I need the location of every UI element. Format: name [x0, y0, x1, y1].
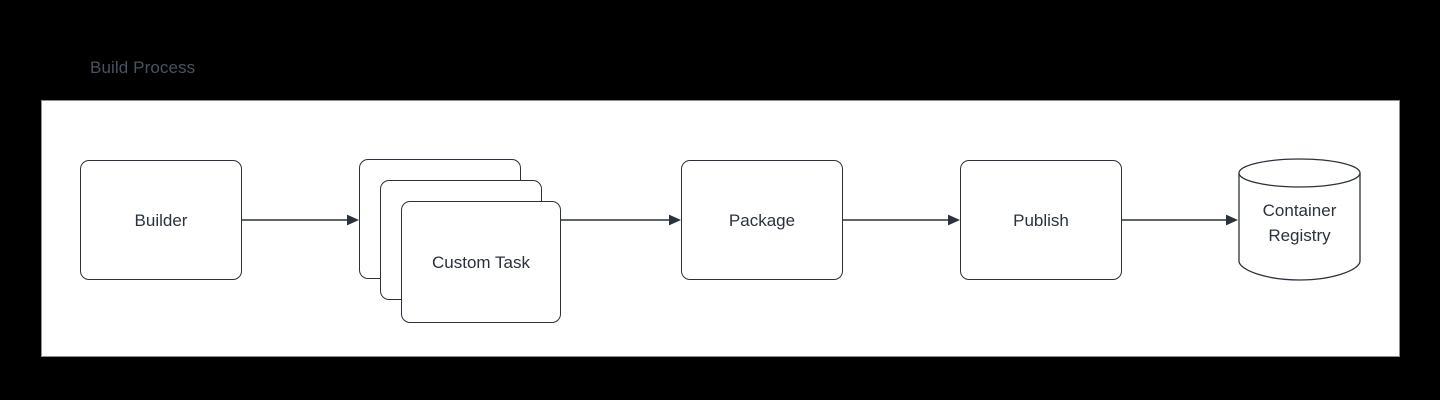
node-publish-label: Publish — [1013, 210, 1069, 230]
diagram-title: Build Process — [90, 58, 196, 77]
connector-builder-to-custom-task — [242, 213, 360, 227]
connector-custom-task-to-package — [561, 213, 682, 227]
node-custom-task-stack[interactable]: Custom Task Custom Task Custom Task — [359, 159, 601, 363]
connector-package-to-publish — [843, 213, 961, 227]
node-package[interactable]: Package — [681, 160, 843, 280]
node-package-label: Package — [728, 210, 796, 230]
node-builder[interactable]: Builder — [80, 160, 242, 280]
node-container-registry[interactable]: Container Registry — [1238, 158, 1361, 281]
node-custom-task-card-front[interactable]: Custom Task — [401, 201, 561, 323]
node-custom-task-label: Custom Task — [432, 252, 530, 272]
node-builder-label: Builder — [134, 210, 188, 230]
node-publish[interactable]: Publish — [960, 160, 1122, 280]
build-process-panel: Builder Custom Task Custom Task Custom T… — [41, 100, 1400, 357]
connector-publish-to-container-registry — [1122, 213, 1239, 227]
database-cylinder-icon — [1238, 158, 1361, 281]
